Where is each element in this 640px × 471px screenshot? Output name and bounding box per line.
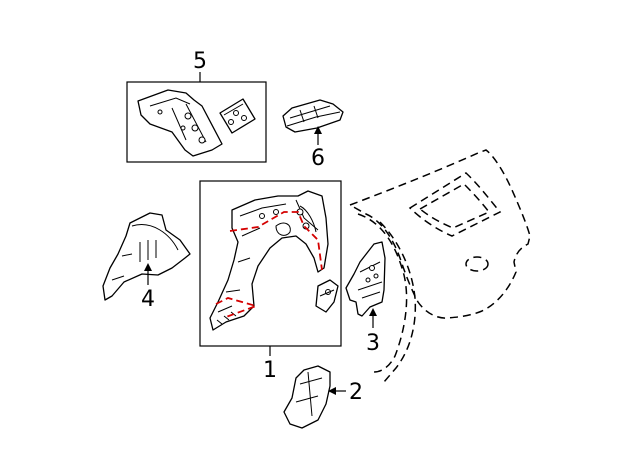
callout-6-label: 6 bbox=[311, 146, 325, 171]
part-2-extension bbox=[283, 365, 331, 429]
callout-4-label: 4 bbox=[141, 287, 155, 312]
vehicle-body-outline bbox=[348, 149, 531, 383]
part-5-plate-right bbox=[219, 98, 256, 134]
part-1-box bbox=[199, 180, 342, 356]
part-5-box bbox=[126, 72, 267, 163]
part-1-small-bracket bbox=[315, 279, 339, 313]
part-1-quarter-inner-panel bbox=[209, 190, 329, 331]
callout-3-label: 3 bbox=[366, 331, 380, 356]
callout-2-label: 2 bbox=[349, 380, 363, 405]
part-4-wheelhouse bbox=[102, 212, 191, 301]
callout-1-label: 1 bbox=[263, 358, 277, 383]
callout-5-label: 5 bbox=[193, 49, 207, 74]
part-6 bbox=[282, 99, 344, 133]
part-3-panel bbox=[345, 241, 386, 317]
part-5-bracket-left bbox=[137, 89, 223, 157]
part-1-cut-lines bbox=[215, 211, 323, 318]
